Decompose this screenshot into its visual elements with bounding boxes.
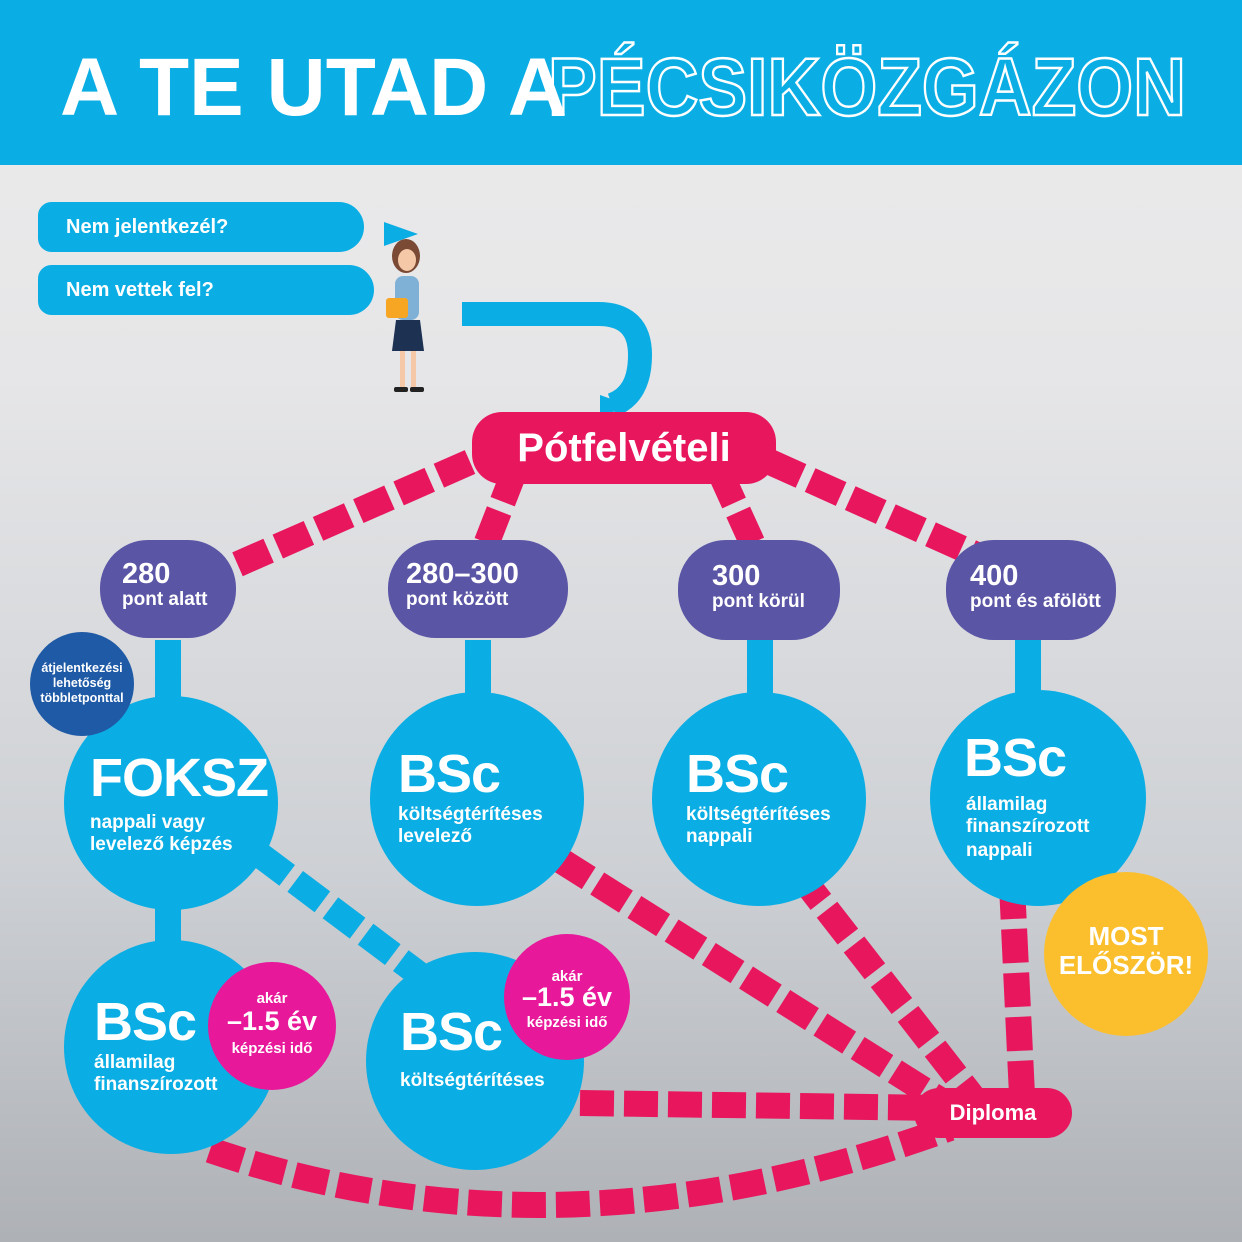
reduction-line-3: képzési idő — [231, 1040, 313, 1057]
header-title-solid: A TE UTAD A — [60, 42, 567, 133]
diploma-pill: Diploma — [914, 1088, 1072, 1138]
program-desc-1: költségtérítéses — [686, 804, 831, 825]
program-desc-3: nappali — [966, 840, 1033, 861]
program-title: FOKSZ — [90, 748, 269, 808]
score-number: 300 — [712, 560, 761, 592]
score-caption: pont között — [406, 589, 509, 610]
new-badge-line-1: MOST — [1088, 921, 1164, 951]
blue-connectors — [155, 640, 1041, 986]
start-pill: Pótfelvételi — [472, 412, 776, 484]
start-label: Pótfelvételi — [517, 426, 731, 470]
program-desc-2: finanszírozott — [94, 1074, 218, 1095]
program-desc-2: levelező képzés — [90, 834, 233, 855]
header-title-outline: PÉCSIKÖZGÁZON — [548, 42, 1186, 133]
reduction-line-1: akár — [551, 968, 583, 985]
score-number: 280–300 — [406, 558, 519, 590]
reduction-badge-2: akár –1.5 év képzési idő — [504, 934, 630, 1060]
new-badge: MOST ELŐSZÖR! — [1044, 872, 1208, 1036]
program-title: BSc — [398, 744, 501, 804]
score-caption: pont alatt — [122, 589, 208, 610]
program-title: BSc — [94, 992, 197, 1052]
reduction-badge-1: akár –1.5 év képzési idő — [208, 962, 336, 1090]
program-title: BSc — [400, 1002, 503, 1062]
reduction-line-2: –1.5 év — [521, 982, 613, 1012]
program-bsc-koltseg-nappali: BSc költségtérítéses nappali — [652, 692, 866, 906]
program-title: BSc — [964, 728, 1067, 788]
question-bubble-2: Nem vettek fel? — [38, 265, 374, 315]
score-caption: pont körül — [712, 591, 805, 612]
transfer-badge: átjelentkezési lehetőség többletponttal — [30, 632, 134, 736]
header-banner: A TE UTAD A PÉCSIKÖZGÁZON — [0, 0, 1242, 165]
program-desc-1: nappali vagy — [90, 812, 206, 833]
program-desc-2: levelező — [398, 826, 472, 847]
badge-line-2: lehetőség — [52, 676, 112, 690]
question-text-2: Nem vettek fel? — [66, 279, 214, 301]
question-bubble-1: Nem jelentkezél? — [38, 202, 418, 252]
program-desc-1: költségtérítéses — [398, 804, 543, 825]
program-bsc-koltseg-levelezo: BSc költségtérítéses levelező — [370, 692, 584, 906]
program-desc-2: finanszírozott — [966, 816, 1090, 837]
reduction-line-2: –1.5 év — [226, 1006, 318, 1036]
badge-line-3: többletponttal — [40, 691, 124, 705]
program-desc-2: nappali — [686, 826, 753, 847]
entry-arrow — [462, 302, 653, 417]
score-node-4: 400 pont és afölött — [946, 540, 1116, 640]
header-title-graphic: A TE UTAD A PÉCSIKÖZGÁZON — [60, 41, 1187, 135]
reduction-line-1: akár — [256, 990, 288, 1007]
program-bsc-allami-nappali: BSc államilag finanszírozott nappali — [930, 690, 1146, 906]
score-node-3: 300 pont körül — [678, 540, 840, 640]
pink-connectors — [205, 450, 1035, 1218]
score-caption: pont és afölött — [970, 591, 1101, 612]
badge-line-1: átjelentkezési — [41, 661, 123, 675]
program-desc-1: államilag — [94, 1052, 176, 1073]
question-text-1: Nem jelentkezél? — [66, 216, 229, 238]
diploma-label: Diploma — [949, 1100, 1037, 1125]
woman-illustration — [386, 239, 424, 392]
score-node-1: 280 pont alatt — [100, 540, 236, 638]
reduction-line-3: képzési idő — [526, 1014, 608, 1031]
program-title: BSc — [686, 744, 789, 804]
new-badge-line-2: ELŐSZÖR! — [1058, 950, 1194, 980]
score-node-2: 280–300 pont között — [388, 540, 568, 638]
score-number: 280 — [122, 558, 171, 590]
score-number: 400 — [970, 560, 1019, 592]
program-desc-1: államilag — [966, 794, 1048, 815]
program-desc-1: költségtérítéses — [400, 1070, 545, 1091]
